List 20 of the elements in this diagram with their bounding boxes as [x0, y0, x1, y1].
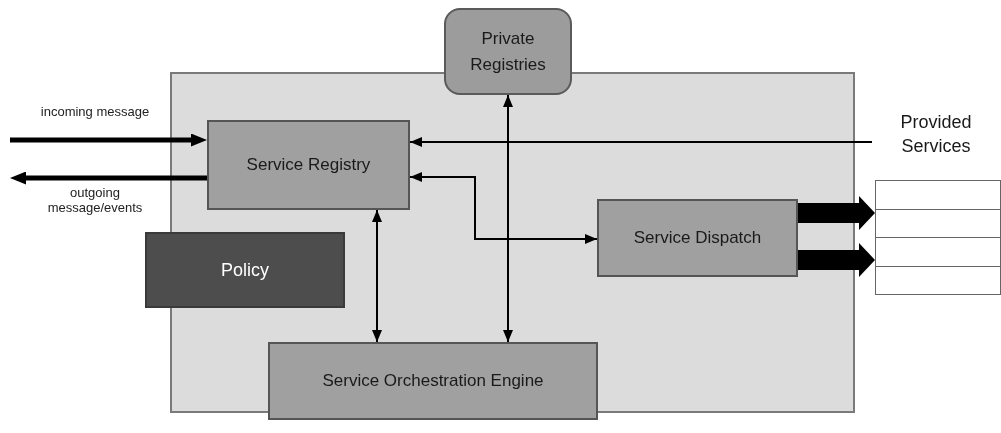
arrow [409, 137, 873, 147]
node-label: Service Dispatch [632, 227, 763, 250]
node-label: Provided Services [899, 111, 973, 158]
services-table [875, 180, 1001, 295]
arrow [372, 209, 382, 343]
arrow [10, 133, 207, 147]
node-label: Private Registries [469, 28, 547, 76]
block-arrow [798, 196, 875, 230]
arrow [10, 171, 207, 185]
component-box [268, 342, 598, 420]
arrow [409, 172, 598, 244]
arrow [503, 94, 513, 343]
datastore-box [444, 8, 572, 95]
node-label: Service Registry [245, 154, 372, 177]
block-arrow [798, 243, 875, 277]
policy-box [145, 232, 345, 308]
node-label: Service Orchestration Engine [321, 370, 545, 393]
component-box [597, 199, 798, 277]
node-label: Policy [220, 258, 270, 282]
component-box [207, 120, 410, 210]
